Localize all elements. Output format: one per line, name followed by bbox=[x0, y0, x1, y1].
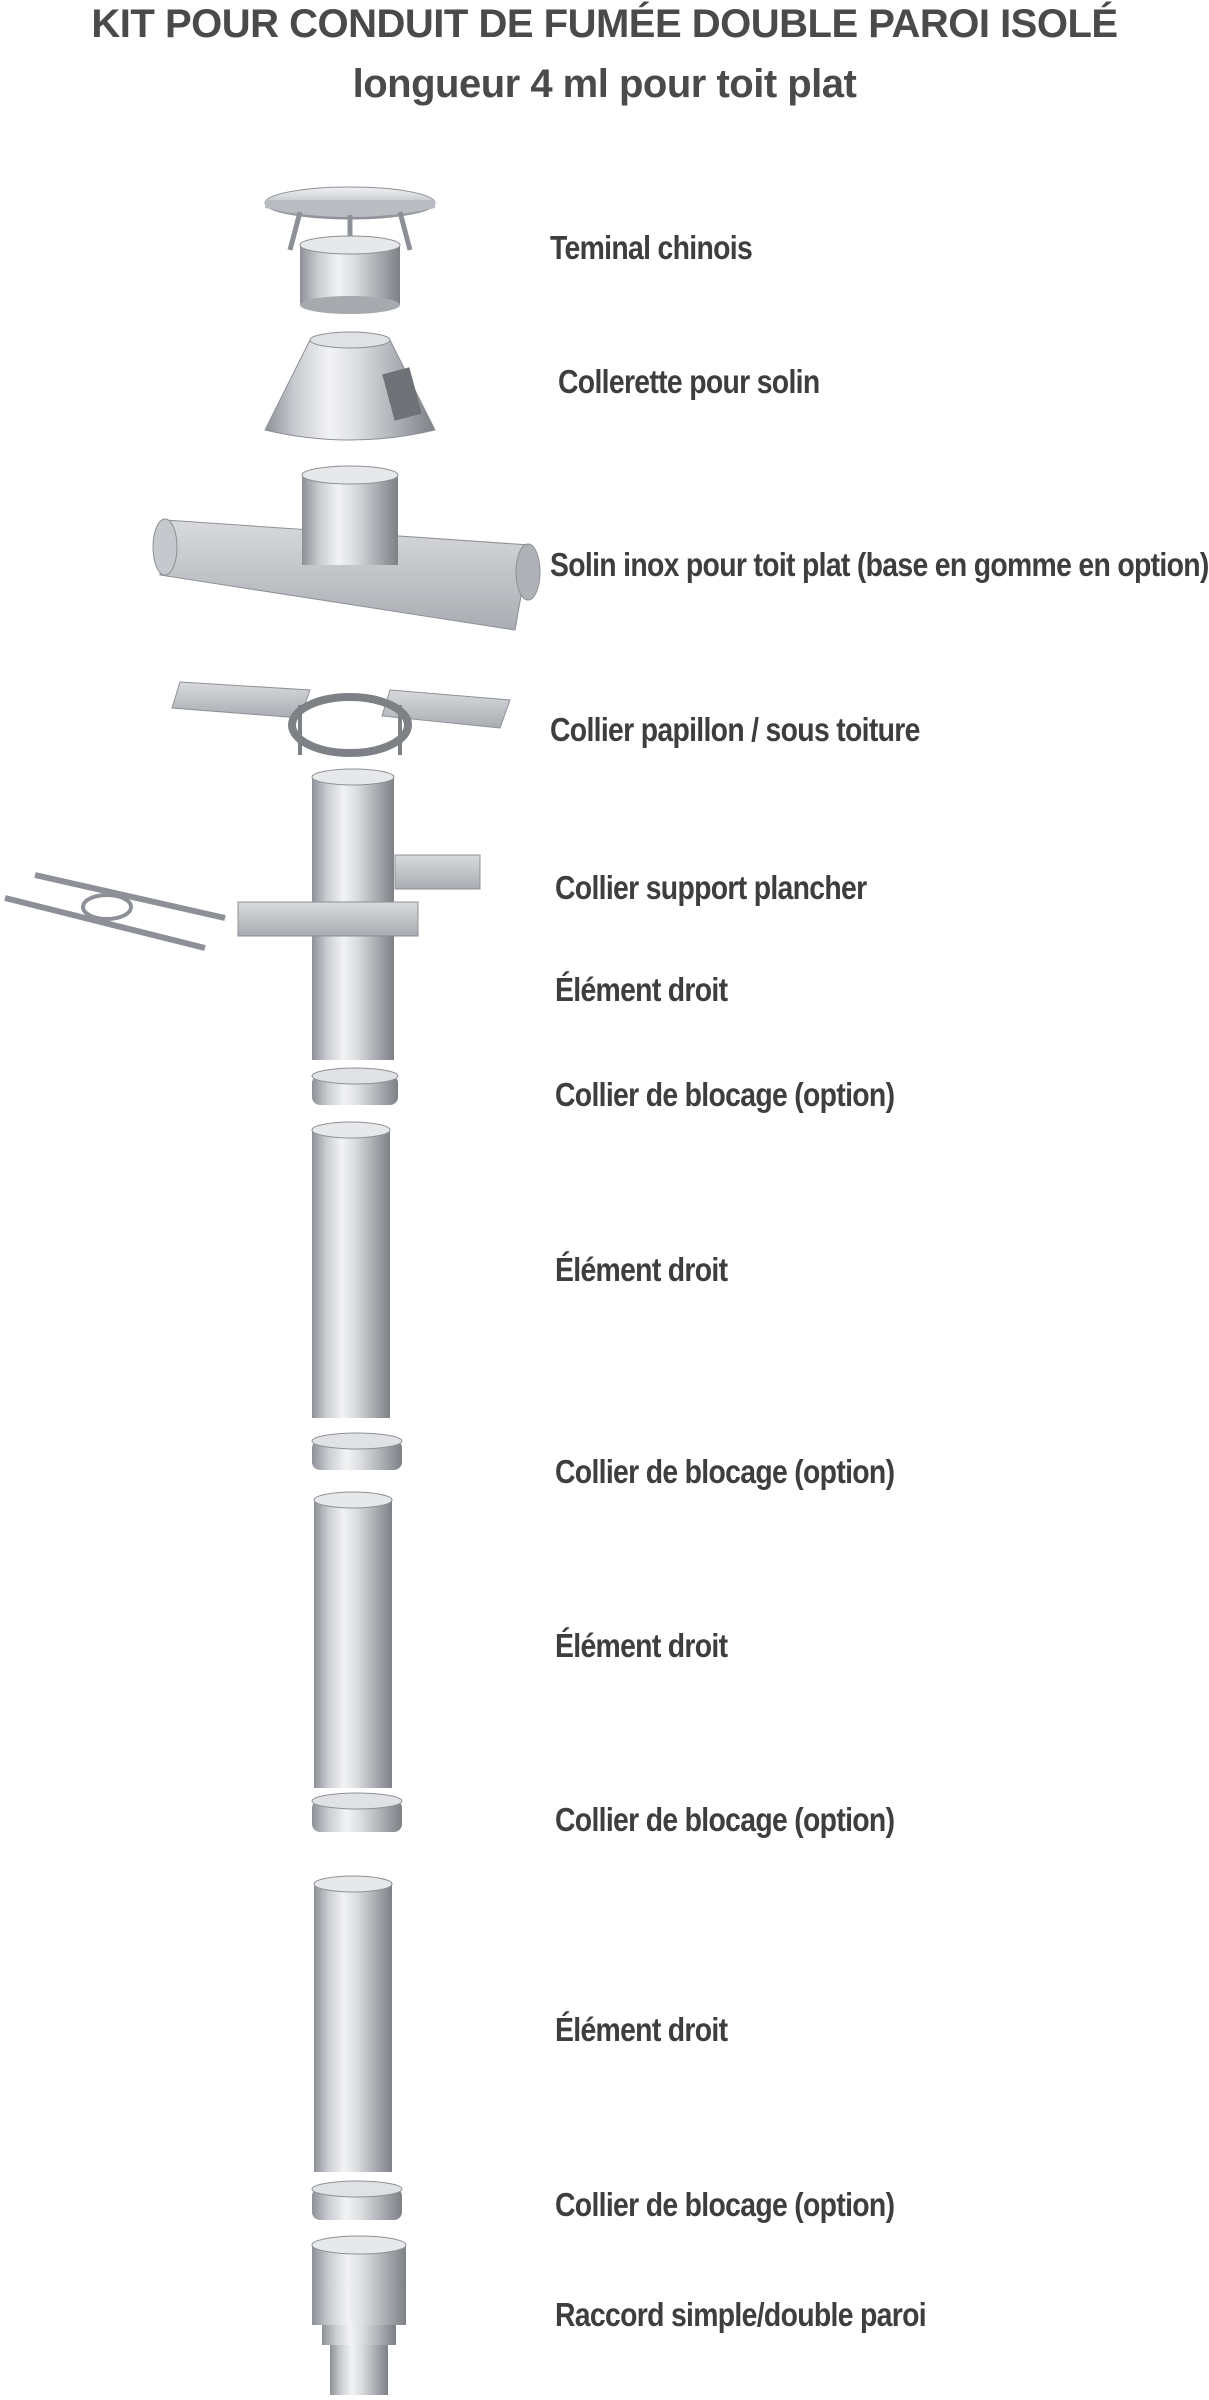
label-collar: Collerette pour solin bbox=[558, 363, 820, 400]
locking-ring-part bbox=[311, 1067, 399, 1105]
label-butterfly-bracket: Collier papillon / sous toiture bbox=[550, 711, 920, 748]
page-subtitle: longueur 4 ml pour toit plat bbox=[352, 62, 857, 106]
floor-support-bracket-part bbox=[4, 854, 481, 951]
single-double-wall-adapter-part bbox=[311, 2235, 407, 2395]
label-adapter: Raccord simple/double paroi bbox=[555, 2296, 927, 2333]
straight-pipe-part bbox=[313, 1875, 393, 2172]
label-locking-ring: Collier de blocage (option) bbox=[555, 1801, 895, 1838]
label-straight-element: Élément droit bbox=[555, 971, 728, 1008]
flat-roof-flashing-part bbox=[152, 465, 541, 631]
label-terminal: Teminal chinois bbox=[550, 229, 753, 266]
label-straight-element: Élément droit bbox=[555, 1627, 728, 1664]
label-locking-ring: Collier de blocage (option) bbox=[555, 1453, 895, 1490]
locking-ring-part bbox=[311, 1792, 403, 1832]
page-title: KIT POUR CONDUIT DE FUMÉE DOUBLE PAROI I… bbox=[91, 2, 1118, 46]
label-flashing: Solin inox pour toit plat (base en gomme… bbox=[550, 546, 1209, 583]
collar-part bbox=[264, 331, 436, 441]
label-locking-ring: Collier de blocage (option) bbox=[555, 2186, 895, 2223]
straight-pipe-part bbox=[313, 1491, 393, 1788]
label-floor-support: Collier support plancher bbox=[555, 869, 867, 906]
terminal-cap-part bbox=[264, 186, 436, 314]
locking-ring-part bbox=[311, 2180, 403, 2220]
straight-pipe-part bbox=[311, 1121, 391, 1418]
label-straight-element: Élément droit bbox=[555, 1251, 728, 1288]
locking-ring-part bbox=[311, 1432, 403, 1470]
label-locking-ring: Collier de blocage (option) bbox=[555, 1076, 895, 1113]
butterfly-bracket-part bbox=[171, 681, 511, 757]
label-straight-element: Élément droit bbox=[555, 2011, 728, 2048]
